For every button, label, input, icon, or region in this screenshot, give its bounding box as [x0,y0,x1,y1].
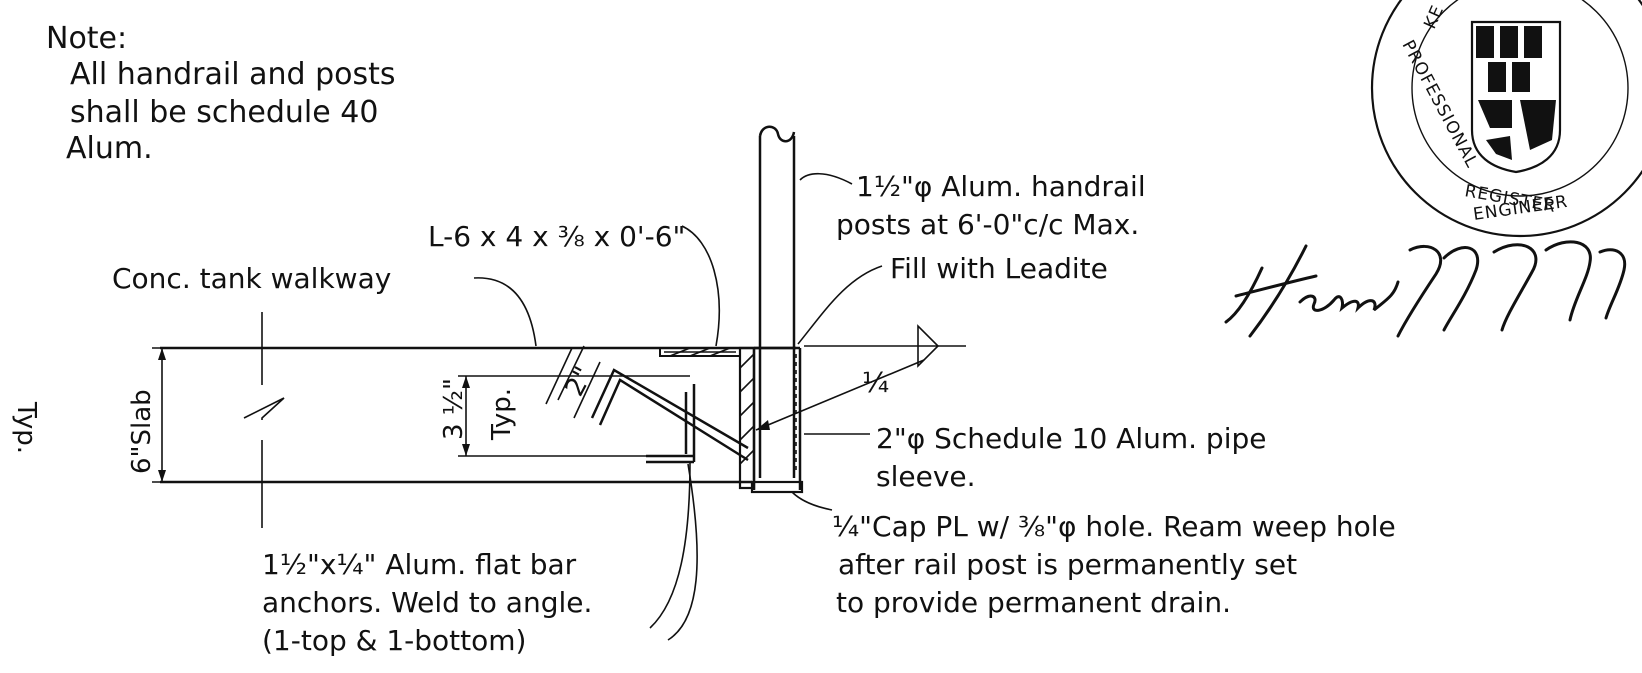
general-note: Note: All handrail and posts shall be sc… [46,21,396,166]
handrail-post [758,125,796,478]
leader-lines [473,172,883,641]
slab-thickness-dimension: 6"Slab [127,389,157,474]
weld-symbol [755,324,966,431]
flat-bar-anchors [590,368,749,464]
pipe-sleeve [752,346,802,490]
anchor-spacing-dimension [458,375,690,457]
anchor-spacing-typ: Typ. [487,388,517,441]
cap-plate [750,480,804,494]
handrail-post-callout-line-1: 1½"φ Alum. handrail [856,170,1146,203]
pipe-sleeve-callout-line-1: 2"φ Schedule 10 Alum. pipe [876,422,1266,455]
seal-emblem-shield [1470,20,1562,174]
pipe-sleeve-callout-line-2: sleeve. [876,460,976,493]
note-line-2: shall be schedule 40 [70,95,378,130]
edge-typ-fragment: Typ. [11,401,41,454]
flat-bar-callout-line-3: (1-top & 1-bottom) [262,624,526,657]
angle-callout: L-6 x 4 x ⅜ x 0'-6" [428,220,685,253]
flat-bar-callout-line-2: anchors. Weld to angle. [262,586,592,619]
weld-size-label: ¼ [862,366,889,399]
steel-angle [659,346,756,490]
anchor-leg-dimension [545,345,601,419]
anchor-leg-value: 2" [560,362,600,401]
note-line-1: All handrail and posts [70,57,396,92]
leadite-fill-callout: Fill with Leadite [890,252,1108,285]
cap-plate-callout-line-3: to provide permanent drain. [836,586,1231,619]
walkway-callout: Conc. tank walkway [112,262,391,295]
seal-arc-left-text: PROFESSIONAL [1398,37,1482,172]
cap-plate-callout-line-1: ¼"Cap PL w/ ⅜"φ hole. Ream weep hole [832,510,1396,543]
engineer-seal: KE PROFESSIONAL REGISTER ENGINEER [1370,0,1642,238]
engineer-signature [1224,240,1627,338]
anchor-spacing-value: 3 ½" [439,378,469,440]
cap-plate-callout-line-2: after rail post is permanently set [838,548,1297,581]
seal-arc-top-text: KE [1420,2,1448,32]
handrail-post-callout-line-2: posts at 6'-0"c/c Max. [836,208,1139,241]
note-heading: Note: [46,21,127,56]
note-line-3: Alum. [66,131,153,166]
flat-bar-callout-line-1: 1½"x¼" Alum. flat bar [262,548,577,581]
